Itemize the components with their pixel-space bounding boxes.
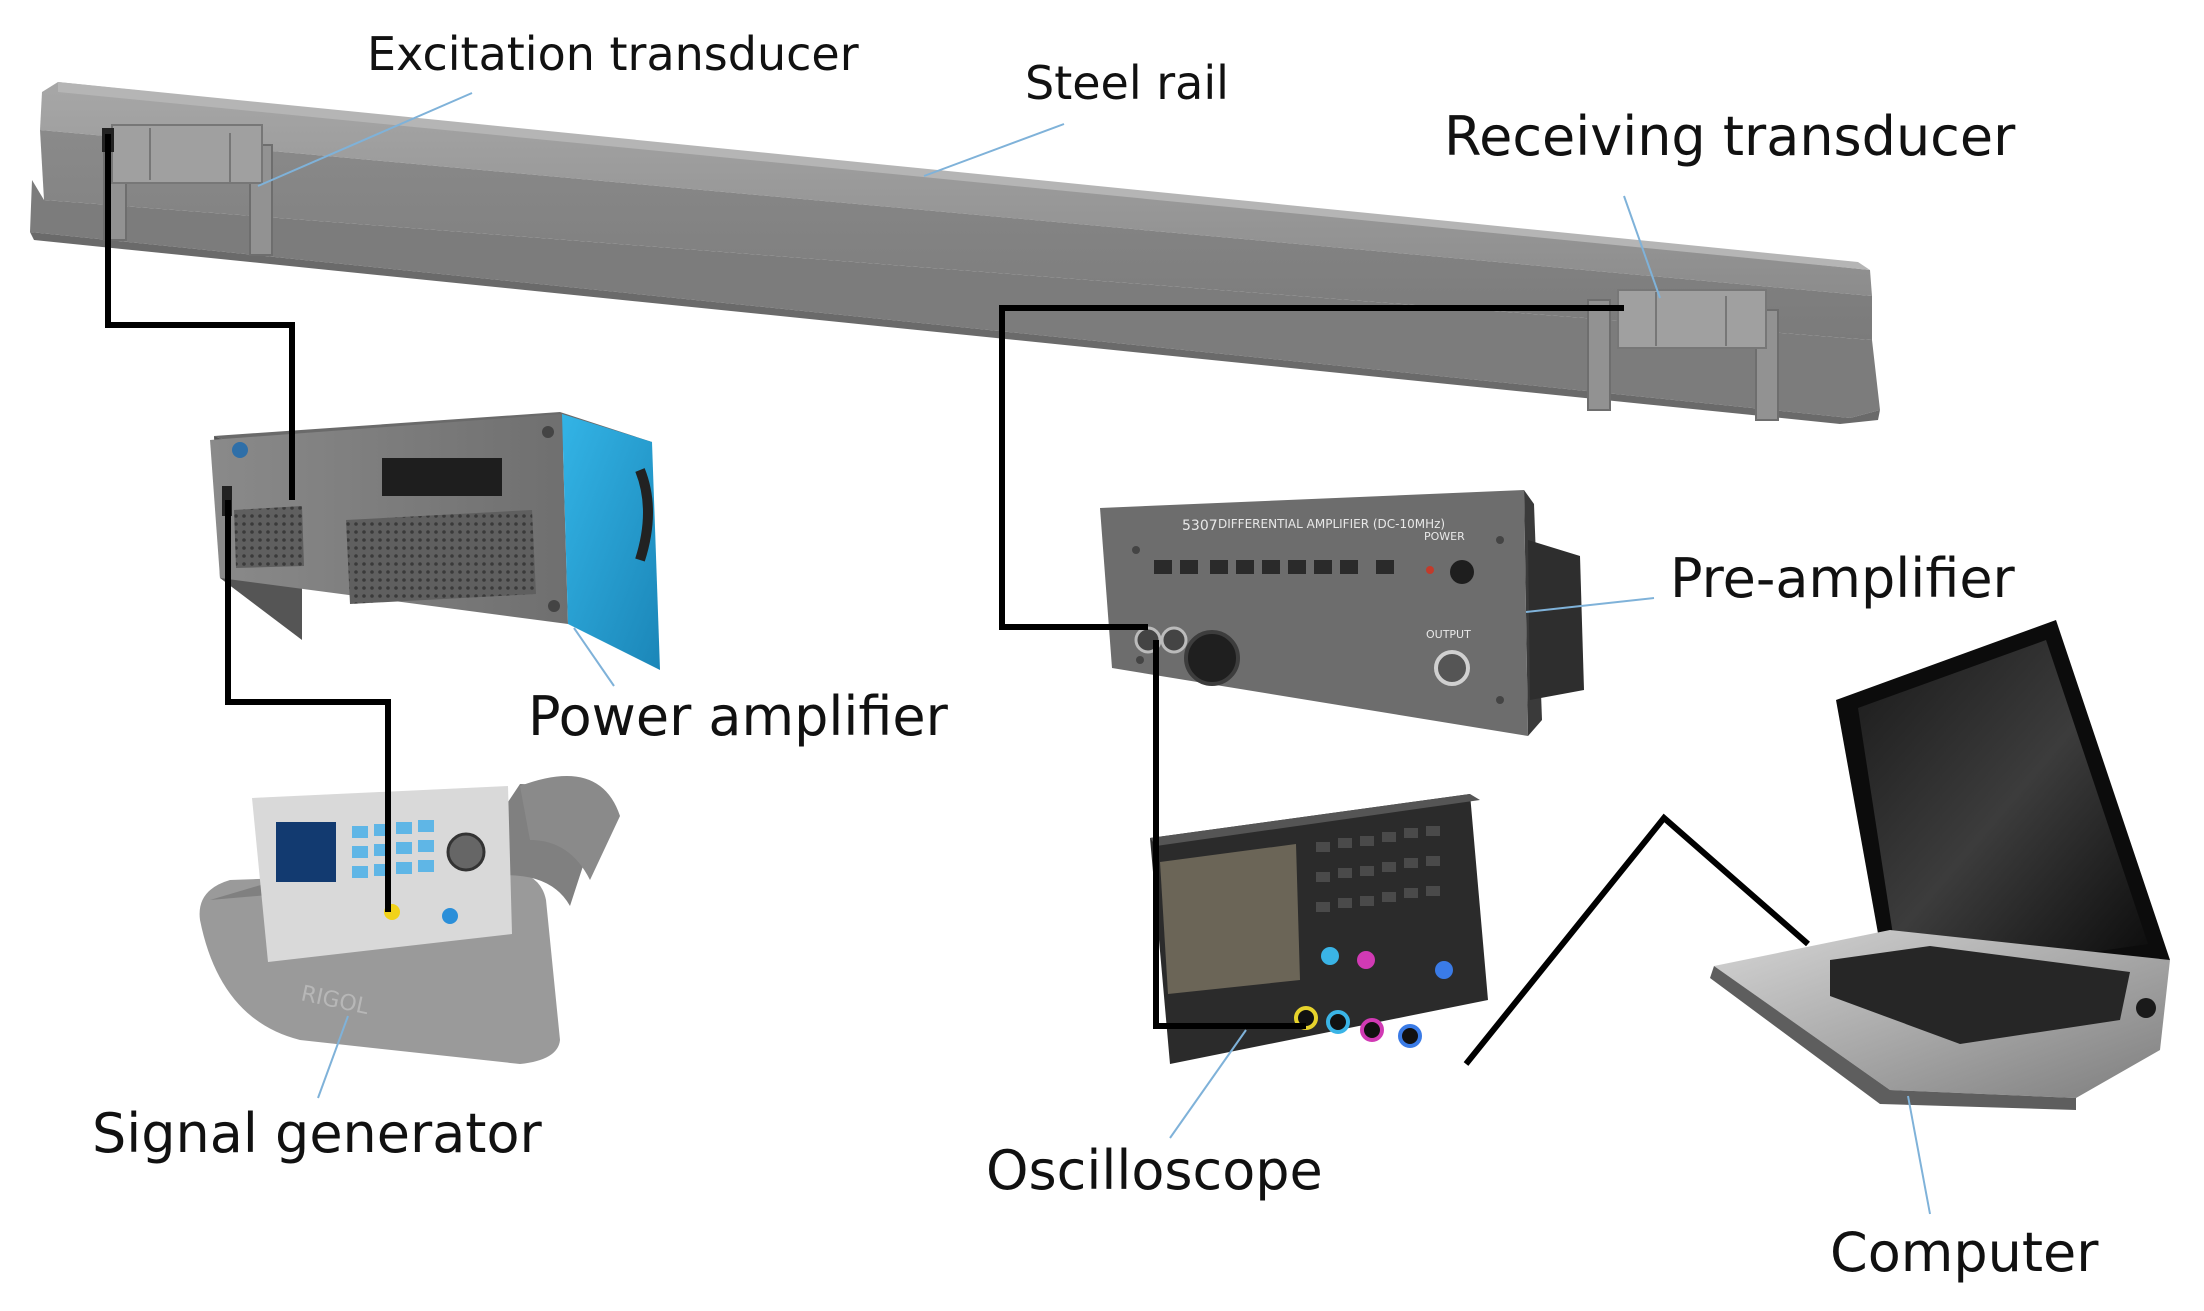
pre-amplifier-power-knob (1450, 560, 1474, 584)
computer-keyboard (1830, 946, 2130, 1044)
power-amplifier (210, 412, 660, 670)
leader-pre-amplifier (1525, 597, 1655, 613)
pre-amplifier-power-label: POWER (1424, 530, 1465, 543)
cable-oscilloscope-to-computer (1463, 813, 1810, 1066)
power-amplifier-handle (635, 468, 653, 562)
leader-excitation-transducer (257, 92, 473, 187)
power-amplifier-vent-left (234, 506, 304, 568)
label-power-amplifier: Power amplifier (528, 685, 948, 748)
signal-generator-knob (446, 832, 486, 872)
oscilloscope-buttons (1316, 826, 1440, 912)
cable-pre-amplifier-to-oscilloscope (1153, 640, 1306, 1029)
pre-amplifier-gain-knob (1184, 630, 1240, 686)
label-computer: Computer (1830, 1221, 2099, 1284)
pre-amplifier-switches (1154, 560, 1394, 574)
label-signal-generator: Signal generator (92, 1102, 542, 1165)
label-pre-amplifier: Pre-amplifier (1670, 547, 2015, 610)
leader-lines (257, 92, 1931, 1215)
pre-amplifier-title: DIFFERENTIAL AMPLIFIER (DC-10MHz) (1218, 517, 1445, 531)
leader-oscilloscope (1169, 1029, 1247, 1139)
signal-generator-keypad (352, 820, 434, 878)
receiving-transducer-body (1617, 289, 1767, 349)
oscilloscope-screen (1160, 844, 1300, 994)
label-excitation-transducer: Excitation transducer (367, 27, 859, 81)
label-receiving-transducer: Receiving transducer (1444, 105, 2016, 168)
cable-transducer-to-power-amplifier (105, 134, 295, 500)
pre-amplifier: 5307 DIFFERENTIAL AMPLIFIER (DC-10MHz) P… (1100, 490, 1584, 736)
leader-steel-rail (923, 123, 1065, 177)
oscilloscope (1150, 794, 1488, 1064)
cable-power-amplifier-to-signal-generator (225, 500, 391, 912)
signal-generator-screen (276, 822, 336, 882)
signal-cables (105, 134, 1810, 1066)
pre-amplifier-model: 5307 (1182, 518, 1218, 534)
steel-rail (30, 82, 1880, 424)
computer-screen (1858, 640, 2148, 980)
power-amplifier-display (382, 458, 502, 496)
leader-power-amplifier (573, 627, 615, 687)
signal-generator: RIGOL (199, 776, 620, 1064)
leader-receiving-transducer (1623, 195, 1661, 299)
leader-signal-generator (317, 1015, 349, 1099)
label-steel-rail: Steel rail (1025, 56, 1229, 110)
cable-receiver-to-pre-amplifier (999, 305, 1624, 630)
pre-amplifier-output-label: OUTPUT (1426, 628, 1471, 641)
label-oscilloscope: Oscilloscope (986, 1139, 1323, 1202)
leader-computer (1907, 1095, 1931, 1215)
excitation-transducer-body (111, 124, 263, 184)
signal-generator-handle (520, 776, 620, 880)
computer (1710, 620, 2170, 1110)
power-amplifier-vent-right (346, 510, 536, 604)
pre-amplifier-output-connector (1434, 650, 1470, 686)
